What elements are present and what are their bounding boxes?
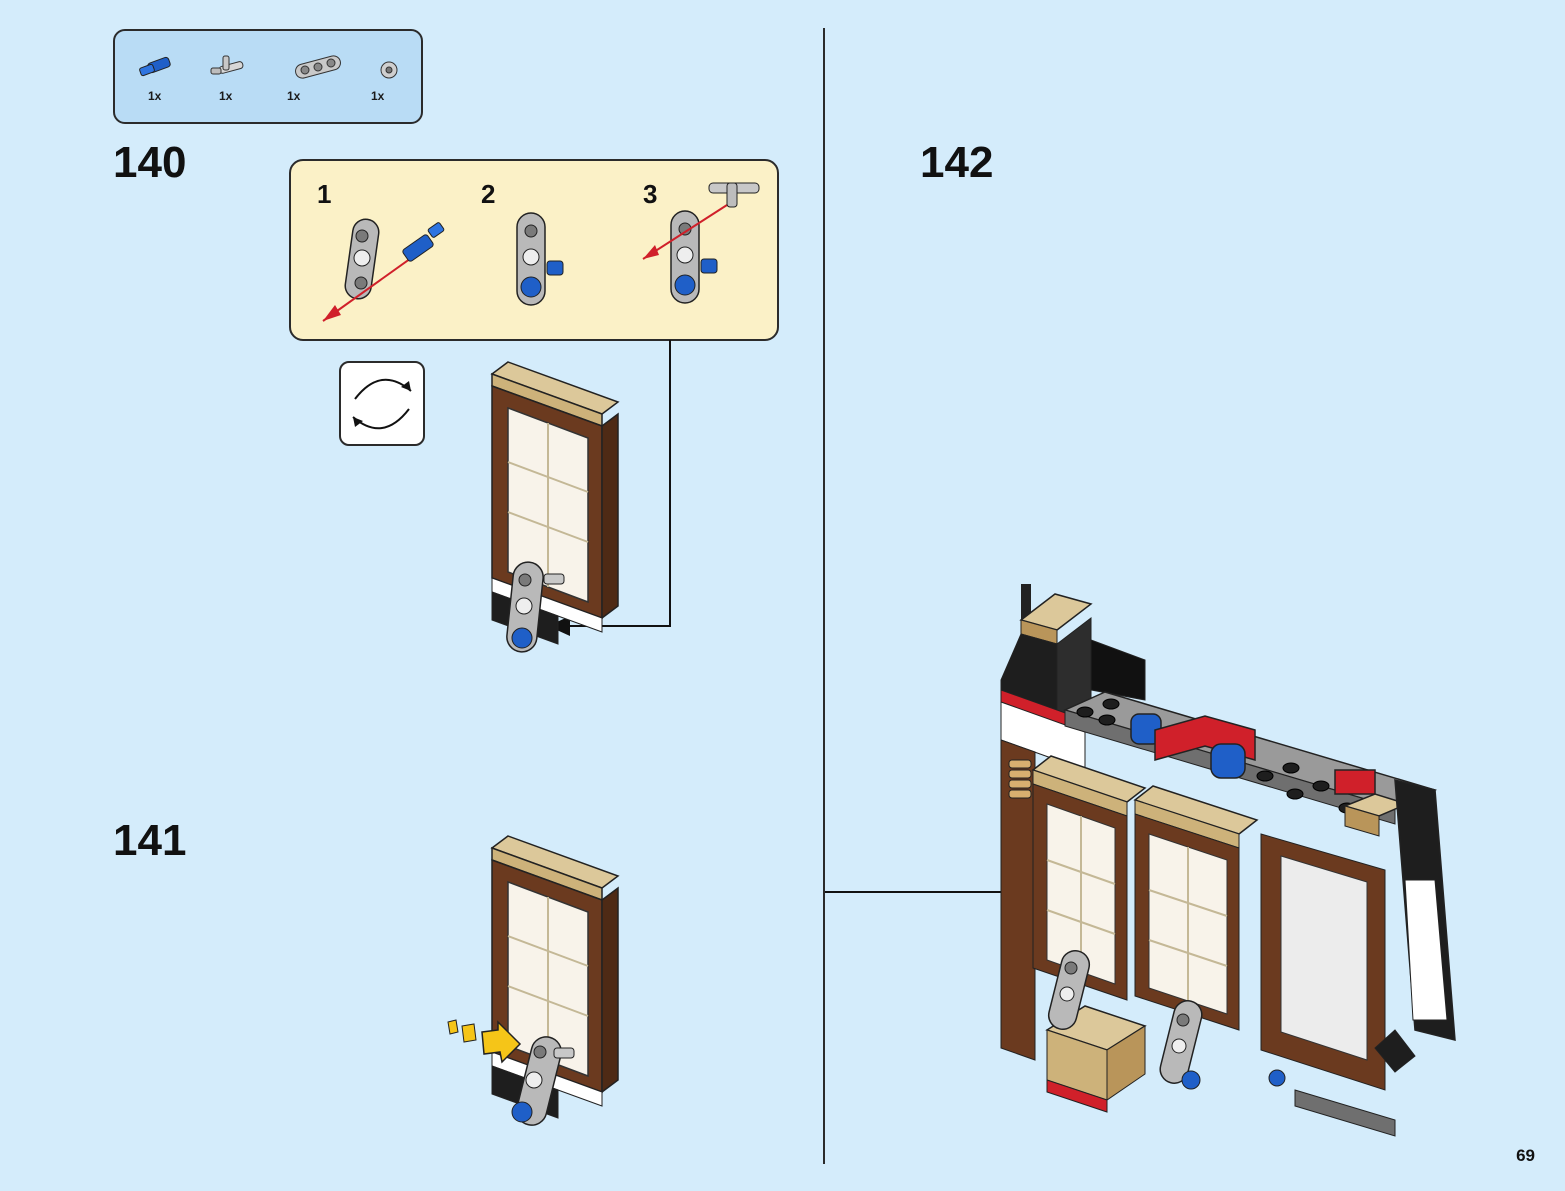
rotate-model-icon	[339, 361, 425, 446]
grey-bush-icon	[367, 56, 407, 86]
step-140-window-model	[488, 362, 628, 662]
step-141-window-model	[488, 836, 628, 1136]
part-qty: 1x	[219, 89, 232, 103]
substep-3-illustration	[631, 171, 781, 321]
substep-1-illustration	[311, 191, 461, 331]
substep-2-illustration	[491, 201, 591, 321]
step-number-142: 142	[920, 141, 993, 185]
subassembly-callout: 1 2 3	[289, 159, 779, 341]
parts-list-box: 1x 1x 1x 1x	[113, 29, 423, 124]
part-qty: 1x	[371, 89, 384, 103]
step-142-building-model	[995, 580, 1455, 1140]
part-qty: 1x	[287, 89, 300, 103]
page-number: 69	[1516, 1146, 1535, 1166]
push-direction-arrow-icon	[446, 1018, 526, 1068]
step-number-141: 141	[113, 819, 186, 863]
grey-technic-beam-icon	[285, 56, 345, 86]
part-grey-t-pin: 1x	[195, 31, 265, 121]
part-qty: 1x	[148, 89, 161, 103]
grey-t-pin-icon	[205, 56, 255, 86]
blue-axle-pin-icon	[130, 56, 180, 86]
step-number-140: 140	[113, 141, 186, 185]
column-divider	[823, 28, 825, 1164]
part-blue-axle-pin: 1x	[120, 31, 190, 121]
part-grey-bush: 1x	[357, 31, 427, 121]
part-grey-beam: 1x	[275, 31, 345, 121]
